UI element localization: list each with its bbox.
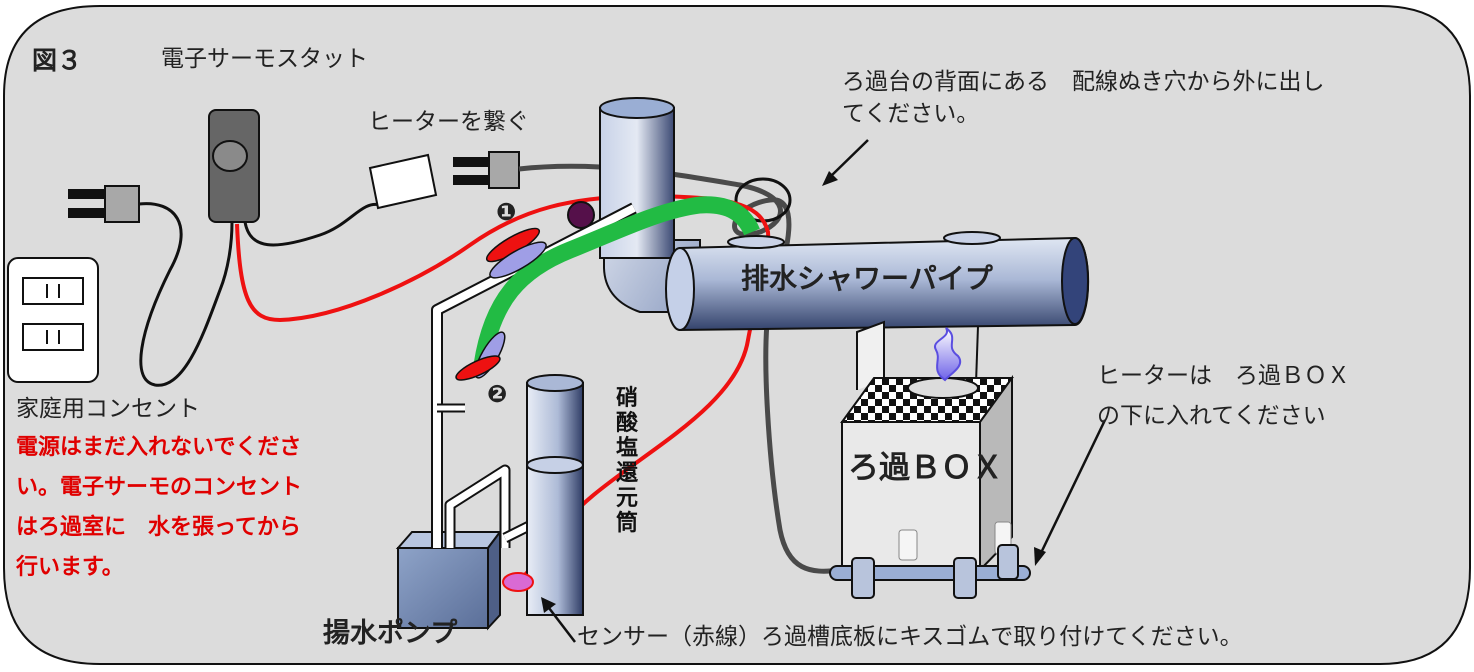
shower-pipe-label: 排水シャワーパイプ [741,262,993,295]
filter-box-label: ろ過ＢＯＸ [848,450,1003,486]
figure-label: 図３ [32,46,83,75]
arrow-wiring [829,139,869,178]
sensor-note: センサー（赤線）ろ過槽底板にキスゴムで取り付けてください。 [577,624,1243,650]
arrowhead-sensor [541,597,556,613]
wall-outlet [7,257,99,383]
outlet-label: 家庭用コンセント [16,396,200,422]
valve-1-marker: ❶ [496,198,517,226]
heater-bar [829,544,1031,599]
thermostat-label: 電子サーモスタット [161,46,368,72]
arrow-heater [1038,419,1107,556]
nitrate-reduction-tube [526,374,584,616]
arrows [541,139,1107,643]
warning-text: 電源はまだ入れないでくださ い。電子サーモのコンセント はろ過室に 水を張ってか… [16,435,303,580]
green-hose [473,196,760,367]
valve-2-marker: ❷ [487,380,508,408]
arrowhead-wiring [822,171,838,186]
filtration-box [840,320,1014,573]
electronic-thermostat [208,109,260,223]
lift-pump [395,529,502,631]
connect-heater-label: ヒーターを繋ぐ [368,109,529,135]
plug-cord [138,202,234,387]
arrowhead-heater [1034,547,1046,566]
wiring-note: ろ過台の背面にある 配線ぬき穴から外に出し てください。 [842,69,1325,127]
heater-wire [243,202,381,247]
heater-note: ヒーターは ろ過ＢＯＸ の下に入れてください [1097,363,1350,429]
drain-shower-pipe [665,231,1090,332]
heater-plug [453,151,520,189]
heater-connector-card [368,153,438,210]
valve-2 [455,331,506,381]
valve-1 [485,201,595,279]
temperature-sensor [502,572,534,592]
nitrate-tube-label: 硝酸塩還元筒 [615,386,638,536]
water-flame [933,327,962,382]
heater-cable [518,163,841,574]
arrow-sensor [548,607,576,643]
pump-label: 揚水ポンプ [323,618,458,649]
